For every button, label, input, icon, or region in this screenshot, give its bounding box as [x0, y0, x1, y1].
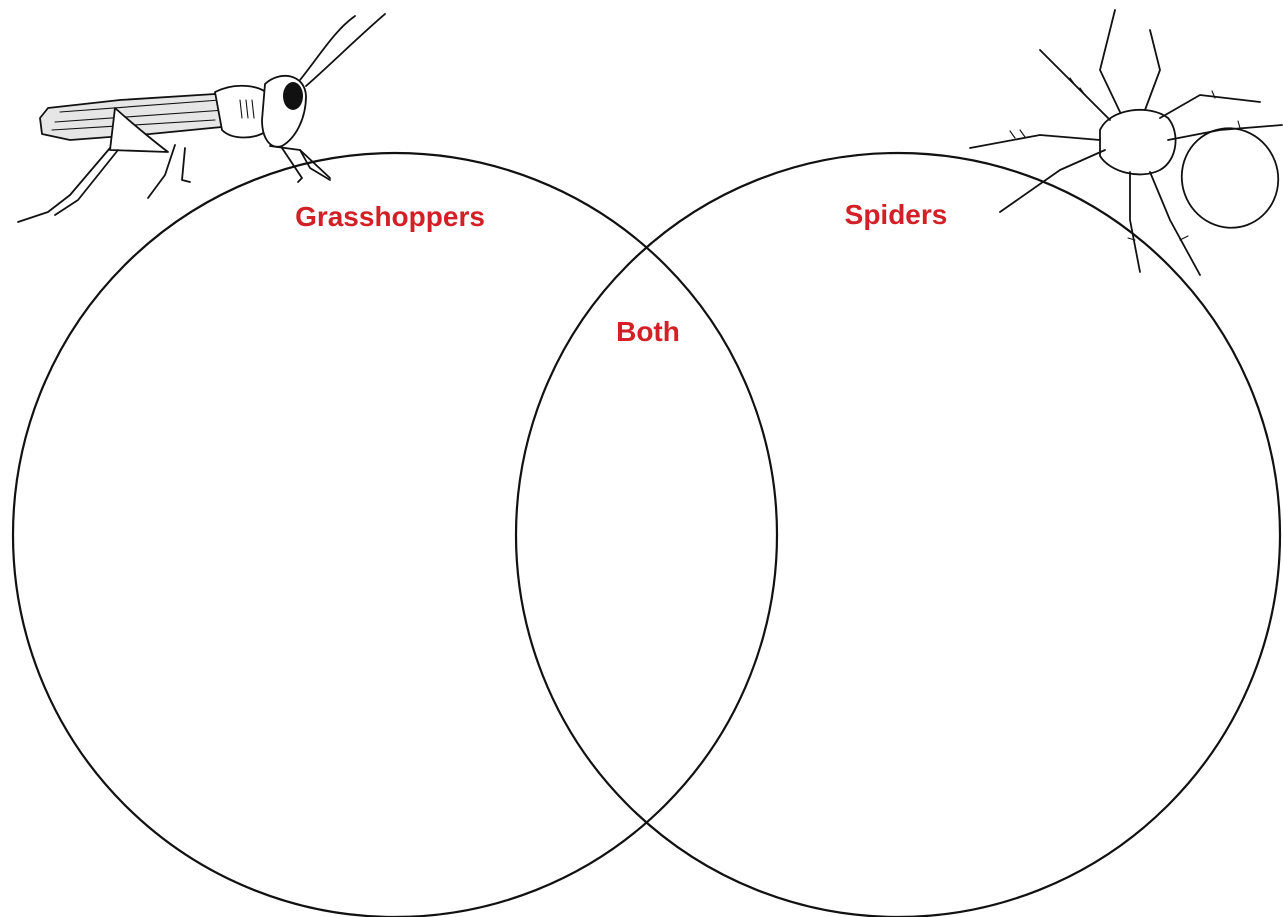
- grasshoppers-label: Grasshoppers: [295, 201, 485, 232]
- both-label: Both: [616, 316, 680, 347]
- grasshopper-illustration: [18, 14, 385, 222]
- spider-illustration: [970, 10, 1283, 275]
- grasshoppers-circle: [13, 153, 777, 917]
- spiders-circle: [516, 153, 1280, 917]
- spiders-label: Spiders: [845, 199, 948, 230]
